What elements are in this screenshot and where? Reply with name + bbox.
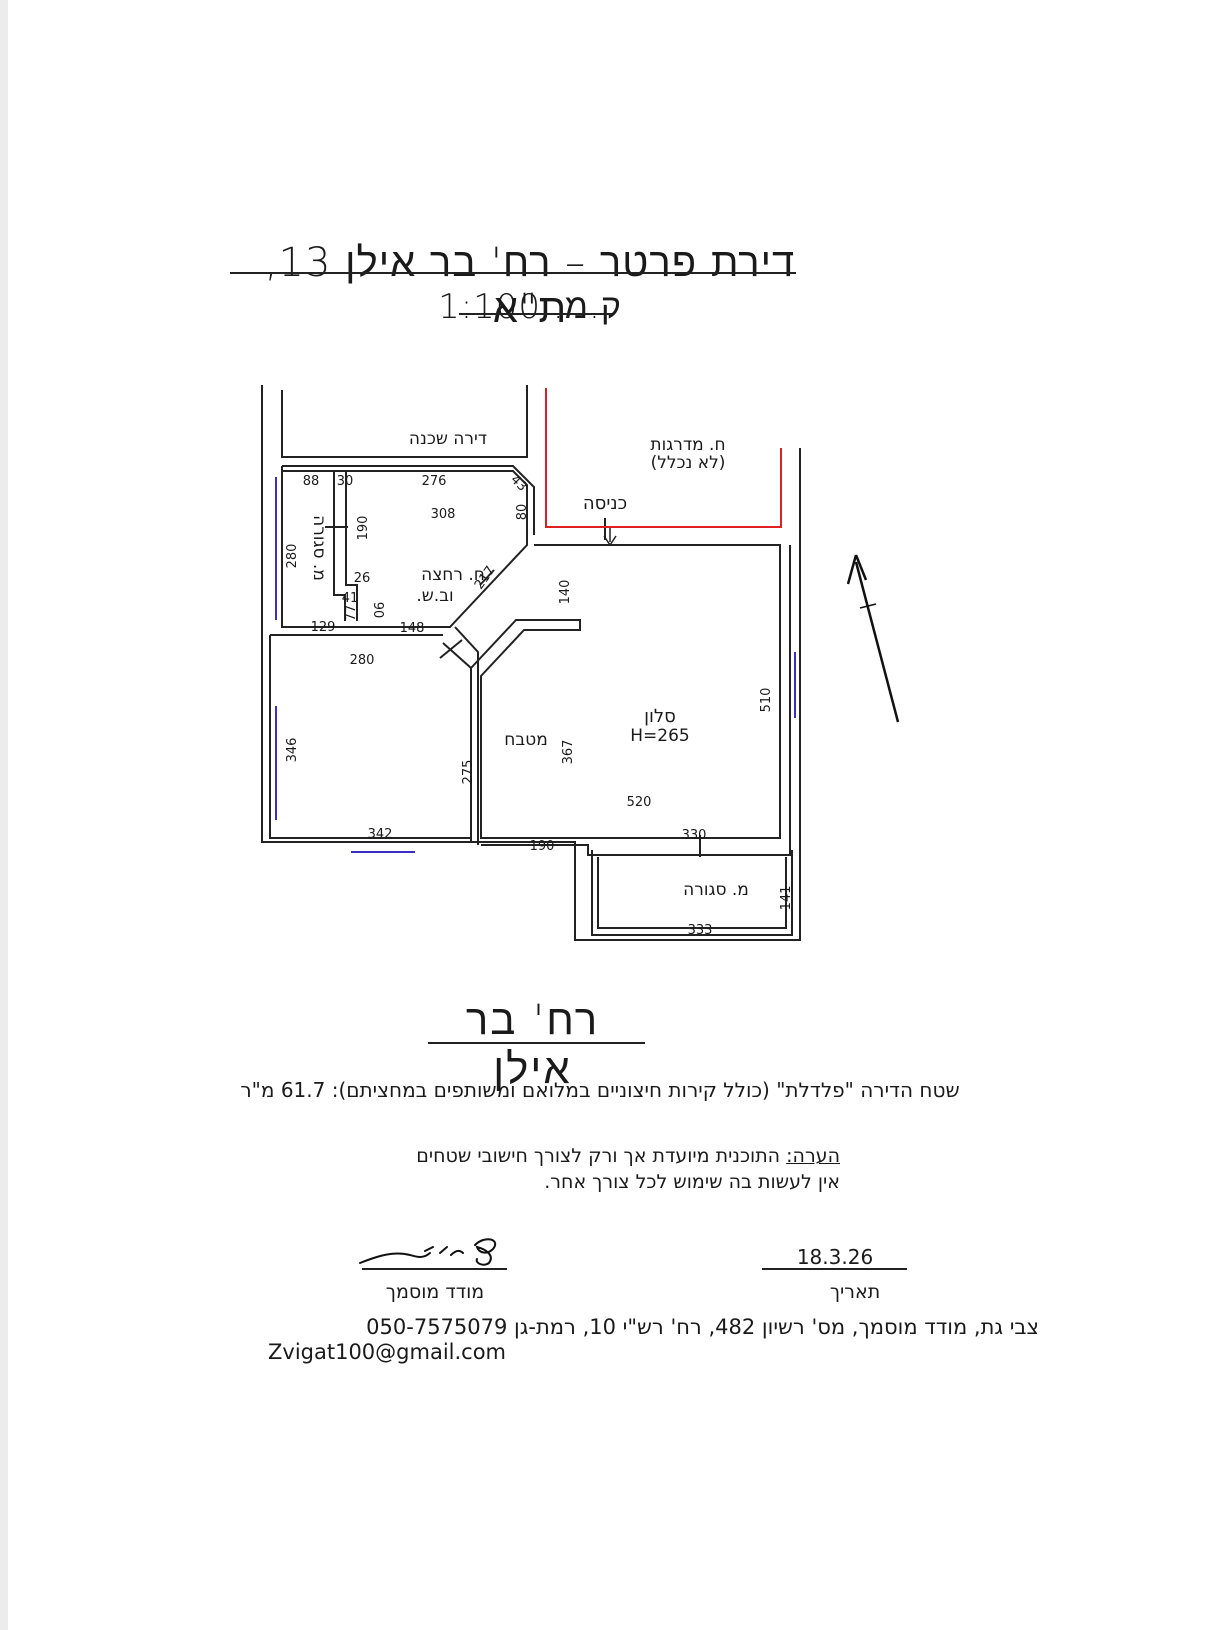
dimension-labels: 88 30 276 308 43 80 280 190 26 41 77 90 … — [285, 472, 794, 938]
dim-30: 30 — [337, 474, 354, 489]
kitchen-counter — [470, 619, 588, 839]
dim-148: 148 — [400, 621, 425, 636]
stairwell-outline — [545, 388, 782, 528]
entrance-arrow-icon — [603, 528, 617, 547]
page-edge — [0, 0, 8, 1630]
dim-80: 80 — [515, 504, 530, 521]
dim-280-left: 280 — [285, 544, 300, 569]
outer-wall — [261, 385, 801, 941]
note-text1: התוכנית מיועדת אך ורק לצורך חישובי שטחים — [416, 1145, 787, 1167]
dim-141: 141 — [779, 886, 794, 911]
corridor-wall-left — [454, 626, 479, 845]
dim-129: 129 — [311, 620, 336, 635]
bathroom-wall-outer — [282, 465, 535, 535]
surveyor-signature — [359, 1238, 496, 1266]
dim-77: 77 — [344, 605, 359, 622]
room-stairwell: ח. מדרגות — [650, 435, 725, 455]
street-underline — [428, 1042, 645, 1044]
bathroom-wall — [281, 466, 528, 628]
note-label: הערה: — [786, 1145, 840, 1167]
dim-367: 367 — [561, 740, 576, 765]
room-bathroom-line1: ח. רחצה — [421, 565, 485, 585]
surveyor-details: צבי גת, מודד מוסמך, מס' רשיון 482, רח' ר… — [366, 1315, 1039, 1339]
dim-308: 308 — [431, 507, 456, 522]
street-name: רח' בר אילן — [465, 995, 600, 1093]
date-line — [762, 1268, 907, 1270]
dim-520: 520 — [627, 795, 652, 810]
surveyor-email: Zvigat100@gmail.com — [268, 1340, 507, 1364]
date-value: 18.3.26 — [796, 1245, 874, 1269]
scale-underline — [459, 313, 612, 315]
dim-88: 88 — [303, 474, 320, 489]
dim-280-mid: 280 — [350, 653, 375, 668]
walls — [261, 385, 801, 941]
living-height: H=265 — [630, 726, 689, 746]
dim-41: 41 — [342, 591, 359, 606]
plan-scale: ק.מ. 1:100 — [438, 287, 622, 327]
note-text2: אין לעשות בה שימוש לכל צורך אחר. — [544, 1171, 840, 1193]
room-entrance: כניסה — [583, 493, 627, 514]
dim-90: 90 — [370, 602, 385, 619]
bottom-balcony-inner — [597, 857, 787, 929]
room-kitchen: מטבח — [504, 730, 548, 750]
area-statement: שטח הדירה "פלדלת" (כולל קירות חיצוניים ב… — [240, 1078, 960, 1102]
dim-190: 190 — [356, 516, 371, 541]
room-living: סלון — [644, 706, 676, 727]
date-label: תאריך — [829, 1281, 881, 1303]
dim-330: 330 — [682, 828, 707, 843]
dim-26: 26 — [354, 571, 371, 586]
living-wall-outer — [481, 545, 791, 856]
note-line1: הערה: התוכנית מיועדת אך ורק לצורך חישובי… — [390, 1143, 840, 1169]
dim-275: 275 — [461, 760, 476, 785]
dim-190-bottom: 190 — [530, 839, 555, 854]
room-neighbor: דירה שכנה — [409, 429, 487, 449]
corridor-wall-left-inner — [442, 642, 472, 842]
windows — [275, 477, 796, 853]
wall-ticks — [439, 518, 701, 857]
dim-276: 276 — [422, 474, 447, 489]
bottom-balcony-wall — [591, 850, 793, 936]
room-bathroom-line2: וב.ש. — [416, 586, 453, 606]
neighbor-wall — [281, 385, 528, 458]
floor-plan: דירה שכנה ח. מדרגות (לא נכלל) כניסה ח. ר… — [261, 385, 900, 941]
dim-510: 510 — [759, 688, 774, 713]
room-balcony-bottom: מ. סגורה — [683, 880, 749, 900]
plan-title: דירת פרטר – רח' בר אילן 13, ת"א — [264, 240, 796, 332]
left-room-wall — [269, 635, 471, 839]
dim-346: 346 — [285, 738, 300, 763]
dim-140: 140 — [558, 580, 573, 605]
signature-line — [362, 1268, 507, 1270]
note-block: הערה: התוכנית מיועדת אך ורק לצורך חישובי… — [390, 1143, 840, 1195]
north-arrow-icon — [846, 554, 900, 723]
room-balcony-side: מ. סגורה — [309, 515, 329, 581]
title-underline — [230, 272, 796, 274]
stairwell-note: (לא נכלל) — [651, 453, 726, 473]
dim-342: 342 — [368, 827, 393, 842]
signature-label: מודד מוסמך — [385, 1281, 485, 1303]
living-wall — [534, 544, 781, 839]
dim-333: 333 — [688, 923, 713, 938]
balcony-partition — [333, 471, 346, 621]
